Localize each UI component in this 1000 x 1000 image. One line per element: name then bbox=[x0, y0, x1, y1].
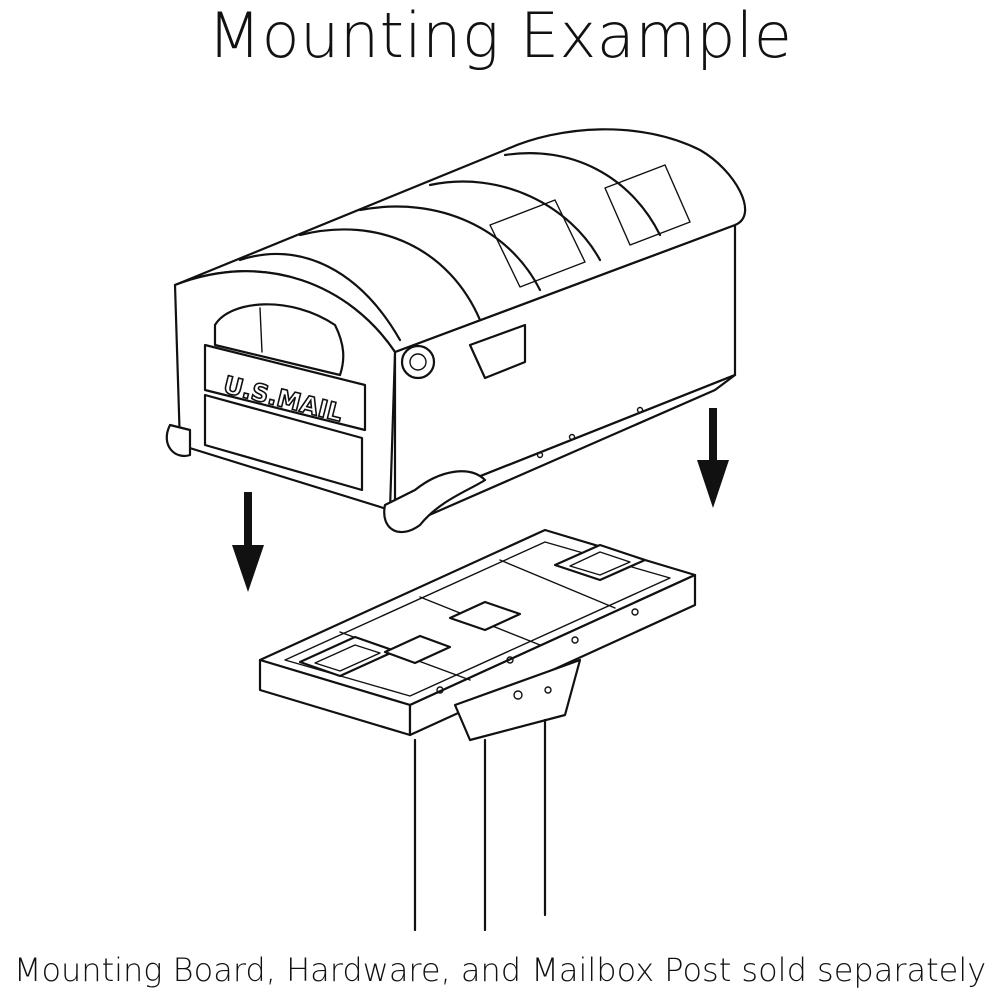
mailbox: U.S.MAIL bbox=[165, 128, 747, 534]
left-down-arrow bbox=[232, 492, 264, 592]
right-down-arrow bbox=[697, 408, 729, 508]
mounting-board bbox=[258, 528, 697, 737]
mailbox-post bbox=[413, 658, 582, 932]
page-title: Mounting Example bbox=[207, 0, 793, 72]
caption-note: Mounting Board, Hardware, and Mailbox Po… bbox=[13, 951, 987, 989]
